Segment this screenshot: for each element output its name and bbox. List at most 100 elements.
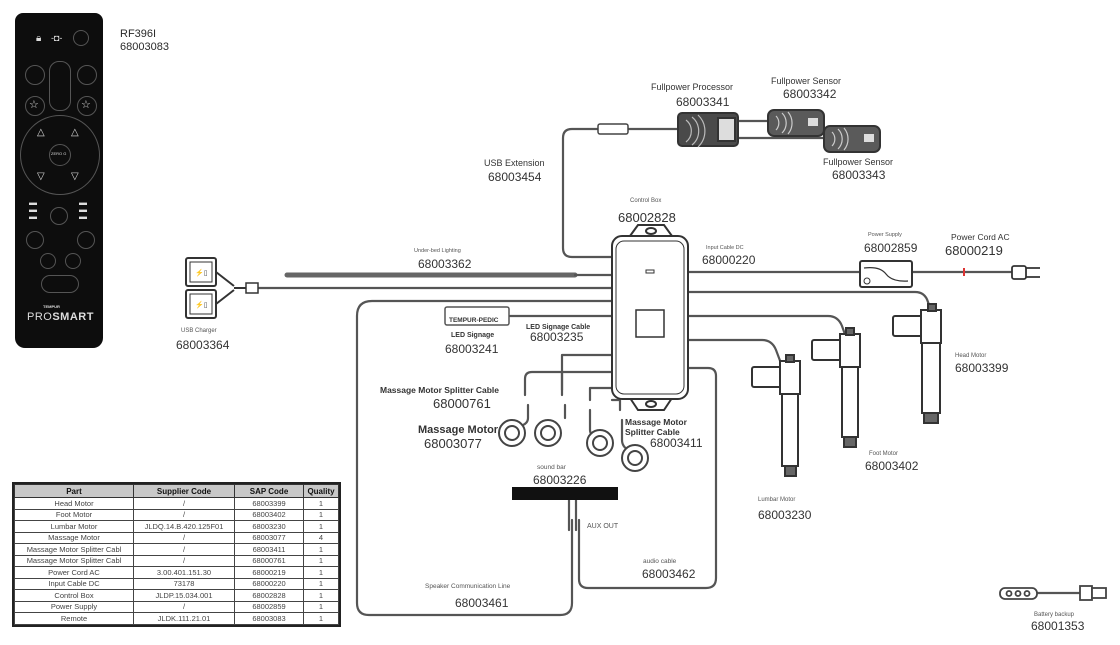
tv-preset-button[interactable]	[77, 65, 97, 85]
up-arrow-icon[interactable]: △	[71, 127, 79, 138]
cell-quality: 1	[303, 612, 339, 625]
cell-supplier-code: /	[133, 600, 235, 613]
cell-supplier-code: /	[133, 531, 235, 544]
cell-part: Input Cable DC	[14, 577, 134, 590]
foot-motor	[811, 327, 861, 448]
audio-cable	[577, 366, 718, 590]
lumbar-motor-name: Lumbar Motor	[758, 497, 796, 503]
cell-quality: 1	[303, 566, 339, 579]
usb-extension-connector	[597, 123, 629, 135]
power-supply-code: 68002859	[864, 241, 918, 255]
zero-g-button[interactable]	[49, 144, 71, 166]
down-arrow-icon[interactable]: ▽	[37, 171, 45, 182]
led-signage-name: LED Signage	[451, 332, 495, 339]
usb-extension-code: 68003454	[488, 170, 542, 184]
flat-preset-button[interactable]	[25, 65, 45, 85]
massage-level-right: ▬▬▬	[79, 198, 87, 221]
audio-cable-name: audio cable	[643, 558, 677, 565]
led-signage-cable-code: 68003235	[530, 330, 584, 344]
favorite-1-button[interactable]	[25, 96, 45, 116]
cell-quality: 1	[303, 589, 339, 602]
led-signage-code: 68003241	[445, 342, 499, 356]
cell-sap-code: 68003411	[234, 543, 304, 556]
cell-sap-code: 68003399	[234, 497, 304, 510]
cell-quality: 1	[303, 497, 339, 510]
fullpower-sensor-2-name: Fullpower Sensor	[823, 157, 894, 167]
led-signage	[444, 306, 510, 326]
head-up-down-button[interactable]	[49, 61, 71, 111]
cell-sap-code: 68003083	[234, 612, 304, 625]
usb-charger-code: 68003364	[176, 338, 230, 352]
cell-quality: 1	[303, 554, 339, 567]
cell-sap-code: 68003230	[234, 520, 304, 533]
power-supply	[859, 260, 913, 288]
sound-bar-code: 68003226	[533, 473, 587, 487]
snore-button[interactable]	[40, 253, 56, 269]
stop-button[interactable]	[41, 275, 79, 293]
wave-button[interactable]	[65, 253, 81, 269]
cell-supplier-code: /	[133, 543, 235, 556]
up-arrow-icon[interactable]: △	[37, 127, 45, 138]
audio-cable-code: 68003462	[642, 567, 696, 581]
direction-pad[interactable]	[20, 115, 100, 195]
power-cord-name: Power Cord AC	[951, 232, 1010, 242]
foot-motor-cable	[686, 314, 849, 342]
led-signage-logo: TEMPUR-PEDIC	[449, 317, 499, 324]
underbed-lighting-name: Under-bed Lighting	[414, 248, 461, 254]
massage-head-button[interactable]	[26, 231, 44, 249]
remote-code-label: 68003083	[120, 41, 169, 53]
cell-part: Head Motor	[14, 497, 134, 510]
cell-supplier-code: 73178	[133, 577, 235, 590]
cell-part: Foot Motor	[14, 508, 134, 521]
header-part: Part	[14, 484, 134, 498]
control-box-name: Control Box	[630, 198, 662, 204]
cell-supplier-code: /	[133, 508, 235, 521]
speaker-communication-line	[355, 299, 614, 617]
favorite-2-button[interactable]	[77, 96, 97, 116]
massage-splitter-2-code: 68003411	[650, 436, 703, 450]
usb-extension-cable	[561, 127, 614, 259]
cell-part: Massage Motor	[14, 531, 134, 544]
ac-plug	[963, 265, 1040, 280]
fullpower-processor	[677, 112, 739, 148]
cell-supplier-code: JLDK.111.21.01	[133, 612, 235, 625]
svg-text:⚡▯: ⚡▯	[195, 268, 208, 277]
foot-motor-name: Foot Motor	[869, 451, 899, 457]
battery-backup	[999, 585, 1107, 601]
star-icon: ☆	[81, 99, 91, 111]
sound-bar	[512, 487, 618, 500]
power-cord-code: 68000219	[945, 243, 1003, 258]
massage-foot-button[interactable]	[77, 231, 95, 249]
lock-icon: 🔒︎	[36, 33, 42, 44]
massage-splitter-1-name: Massage Motor Splitter Cable	[380, 385, 500, 395]
speaker-line-name: Speaker Communication Line	[425, 583, 511, 590]
control-box	[611, 224, 689, 411]
light-button[interactable]	[73, 30, 89, 46]
cell-part: Remote	[14, 612, 134, 625]
cell-supplier-code: /	[133, 497, 235, 510]
cell-part: Lumbar Motor	[14, 520, 134, 533]
fullpower-sensor-1	[767, 109, 825, 137]
cell-quality: 1	[303, 543, 339, 556]
cell-sap-code: 68000219	[234, 566, 304, 579]
massage-motor-code: 68003077	[424, 436, 482, 451]
header-sap-code: SAP Code	[234, 484, 304, 498]
cell-part: Massage Motor Splitter Cabl	[14, 543, 134, 556]
down-arrow-icon[interactable]: ▽	[71, 171, 79, 182]
massage-button[interactable]	[50, 207, 68, 225]
cell-part: Power Cord AC	[14, 566, 134, 579]
massage-splitter-2-name-1: Massage Motor	[625, 417, 687, 427]
star-icon: ☆	[29, 99, 39, 111]
foot-motor-code: 68003402	[865, 459, 919, 473]
brand-pro: PRO	[27, 311, 53, 323]
parts-table: Part Supplier Code SAP Code Quality Head…	[12, 482, 341, 627]
brand-smart: SMART	[52, 311, 94, 323]
head-motor-name: Head Motor	[955, 353, 987, 359]
fullpower-sensor-2	[823, 125, 881, 153]
